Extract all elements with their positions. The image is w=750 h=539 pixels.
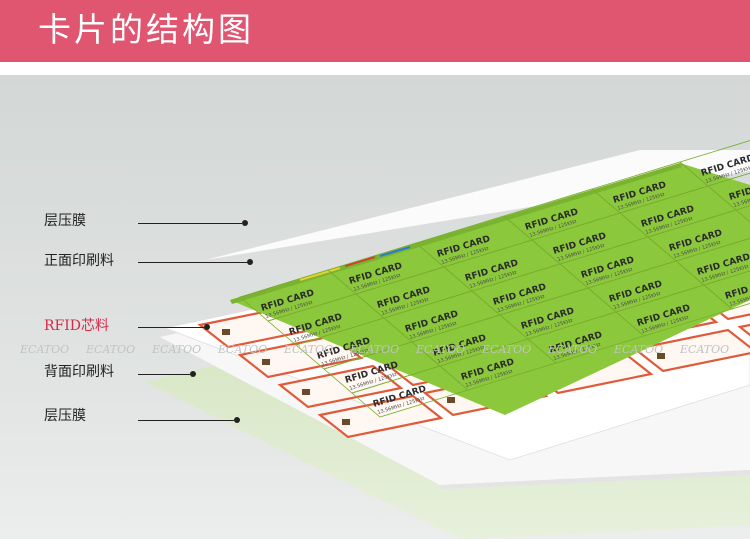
watermark-text: ECATOO [547, 343, 597, 356]
label-top-laminate: 层压膜 [44, 213, 86, 229]
leader-dot [234, 417, 240, 423]
leader-line [138, 420, 234, 421]
card-cell [647, 209, 750, 262]
watermark-text: ECATOO [283, 343, 333, 356]
watermark-row: ECATOO ECATOO ECATOO ECATOO ECATOO ECATOO ECAT… [19, 343, 729, 356]
card-cell [679, 140, 750, 187]
label-rfid-inlay: RFID芯料 [44, 318, 110, 334]
green-card-sheet [230, 163, 750, 415]
card-cell [707, 172, 750, 211]
watermark-text: ECATOO [151, 343, 201, 356]
watermark-text: ECATOO [415, 343, 465, 356]
leader-line [138, 262, 247, 263]
label-bottom-laminate: 层压膜 [44, 408, 86, 424]
leader-dot [204, 324, 210, 330]
watermark-text: ECATOO [349, 343, 399, 356]
leader-line [138, 374, 190, 375]
leader-dot [247, 259, 253, 265]
rfid-antenna [632, 328, 750, 373]
card-cell [675, 237, 750, 286]
front-print-sheet [205, 150, 750, 260]
leader-line [138, 327, 204, 328]
leader-dot [190, 371, 196, 377]
leader-line [138, 223, 242, 224]
rfid-antenna [737, 323, 750, 337]
page-title: 卡片的结构图 [38, 10, 254, 49]
watermark-text: ECATOO [613, 343, 663, 356]
watermark-text: ECATOO [481, 343, 531, 356]
leader-dot [242, 220, 248, 226]
watermark-text: ECATOO [679, 343, 729, 356]
label-front-print: 正面印刷料 [44, 253, 114, 269]
watermark-text: ECATOO [217, 343, 267, 356]
rfid-antenna [277, 364, 404, 409]
label-back-print: 背面印刷料 [44, 364, 114, 380]
page-header: 卡片的结构图 [0, 0, 750, 62]
watermark-text: ECATOO [85, 343, 135, 356]
watermark-text: ECATOO [19, 343, 69, 356]
card-cell [703, 270, 750, 310]
